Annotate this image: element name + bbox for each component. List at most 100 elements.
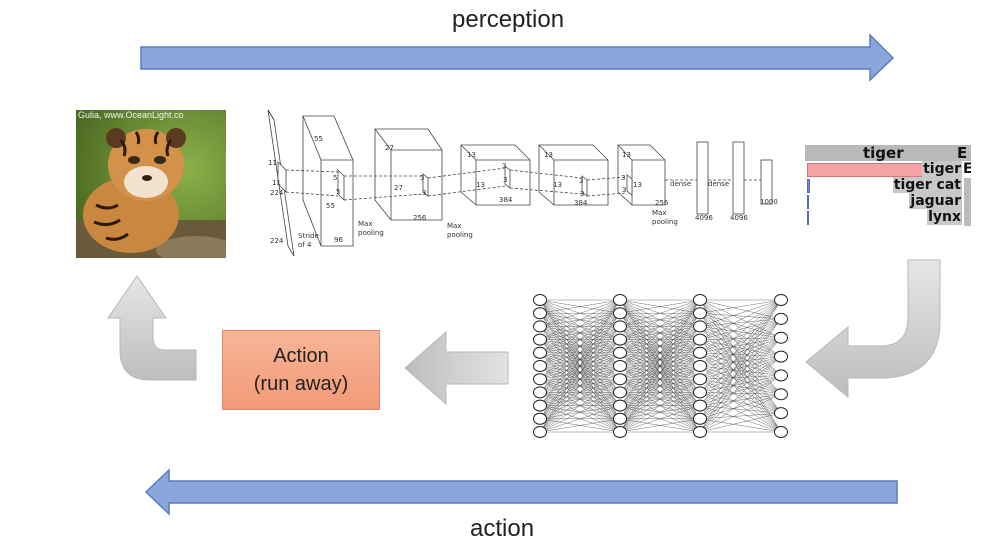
network-node: [774, 388, 788, 401]
network-node: [693, 399, 707, 412]
cnn-dim-label: 13: [553, 181, 562, 189]
network-node: [533, 360, 547, 372]
network-node: [774, 407, 788, 420]
left-arrow-middle: [404, 330, 509, 406]
cnn-dim-label: 3: [502, 162, 506, 170]
network-node: [533, 399, 547, 412]
cnn-dim-label: 13: [622, 151, 631, 159]
network-node: [693, 346, 707, 359]
network-edges: [539, 299, 782, 433]
prediction-header: tiger E: [805, 145, 971, 162]
cnn-dim-label: 13: [467, 151, 476, 159]
prediction-row: lynx: [805, 209, 971, 226]
cnn-dim-label: 224: [270, 237, 284, 245]
network-node: [693, 412, 707, 425]
network-node: [693, 294, 707, 306]
network-node: [613, 360, 627, 372]
cnn-dim-label: 4096: [695, 214, 713, 222]
cnn-dim-label: 55: [314, 135, 323, 143]
cnn-dim-label: 4096: [730, 214, 748, 222]
prediction-suffix: E: [963, 161, 971, 177]
network-node: [693, 426, 707, 438]
cnn-dim-label: pooling: [358, 229, 384, 237]
network-node: [693, 307, 707, 320]
cnn-dim-label: 5: [333, 174, 337, 182]
cnn-dim-label: dense: [670, 180, 691, 188]
network-node: [533, 412, 547, 425]
network-node: [693, 373, 707, 386]
network-node: [533, 320, 547, 333]
network-node: [774, 312, 788, 325]
cnn-dim-label: pooling: [447, 231, 473, 239]
prediction-bar: [807, 211, 809, 225]
network-node: [613, 373, 627, 386]
cnn-dim-label: 224: [270, 189, 284, 197]
network-node: [533, 333, 547, 346]
cnn-dim-label: 5: [336, 188, 340, 196]
cnn-dim-label: 256: [655, 199, 669, 207]
cnn-dim-label: 384: [574, 199, 588, 207]
network-node: [774, 331, 788, 344]
action-box: Action (run away): [222, 330, 380, 410]
prediction-header-label: tiger: [863, 145, 904, 162]
action-label: action: [470, 515, 535, 542]
cnn-dim-label: 256: [413, 214, 427, 222]
prediction-row: tiger cat: [805, 177, 971, 194]
network-node: [533, 294, 547, 306]
cnn-dim-label: 13: [544, 151, 553, 159]
prediction-row: jaguar: [805, 193, 971, 210]
cnn-dim-label: 27: [394, 184, 403, 192]
network-node: [613, 320, 627, 333]
network-node: [533, 307, 547, 320]
network-node: [693, 333, 707, 346]
curved-arrow-right: [805, 259, 941, 399]
cnn-dim-label: 3: [622, 186, 626, 194]
network-node: [774, 369, 788, 382]
cnn-dim-label: 384: [499, 196, 513, 204]
action-box-subtitle: (run away): [253, 373, 349, 395]
network-node: [533, 426, 547, 438]
action-box-title: Action: [273, 345, 329, 367]
prediction-label: tiger cat: [892, 177, 962, 193]
network-node: [693, 360, 707, 372]
network-node: [613, 386, 627, 399]
cnn-dim-label: 13: [476, 181, 485, 189]
cnn-dim-label: Max: [358, 220, 372, 228]
network-node: [613, 426, 627, 438]
cnn-dim-label: 1000: [760, 198, 778, 206]
prediction-bar: [807, 195, 809, 209]
prediction-bar: [807, 179, 810, 193]
network-node: [613, 346, 627, 359]
network-node: [613, 294, 627, 306]
network-node: [693, 320, 707, 333]
network-node: [693, 386, 707, 399]
cnn-dim-label: 55: [326, 202, 335, 210]
prediction-label: tiger: [922, 161, 962, 177]
network-node: [533, 346, 547, 359]
cnn-dim-label: 11: [272, 179, 281, 187]
photo-watermark: Gulia, www.OceanLight.co: [78, 110, 184, 120]
cnn-dim-label: 3: [579, 177, 583, 185]
action-arrow: [144, 468, 898, 516]
network-node: [613, 399, 627, 412]
cnn-dim-label: pooling: [652, 218, 678, 226]
tiger-illustration: [76, 110, 226, 258]
curved-arrow-left: [107, 275, 197, 381]
cnn-dim-label: 3: [420, 174, 424, 182]
cnn-dim-label: 27: [385, 144, 394, 152]
perception-label: perception: [452, 6, 565, 33]
prediction-header-suffix: E: [957, 145, 968, 162]
cnn-dim-label: Max: [652, 209, 666, 217]
cnn-dim-label: Max: [447, 222, 461, 230]
cnn-dim-label: 3: [503, 176, 507, 184]
cnn-dim-label: 11: [268, 159, 277, 167]
cnn-dim-label: 13: [633, 181, 642, 189]
network-node: [533, 386, 547, 399]
network-node: [613, 333, 627, 346]
network-node: [774, 294, 788, 306]
network-node: [774, 426, 788, 438]
